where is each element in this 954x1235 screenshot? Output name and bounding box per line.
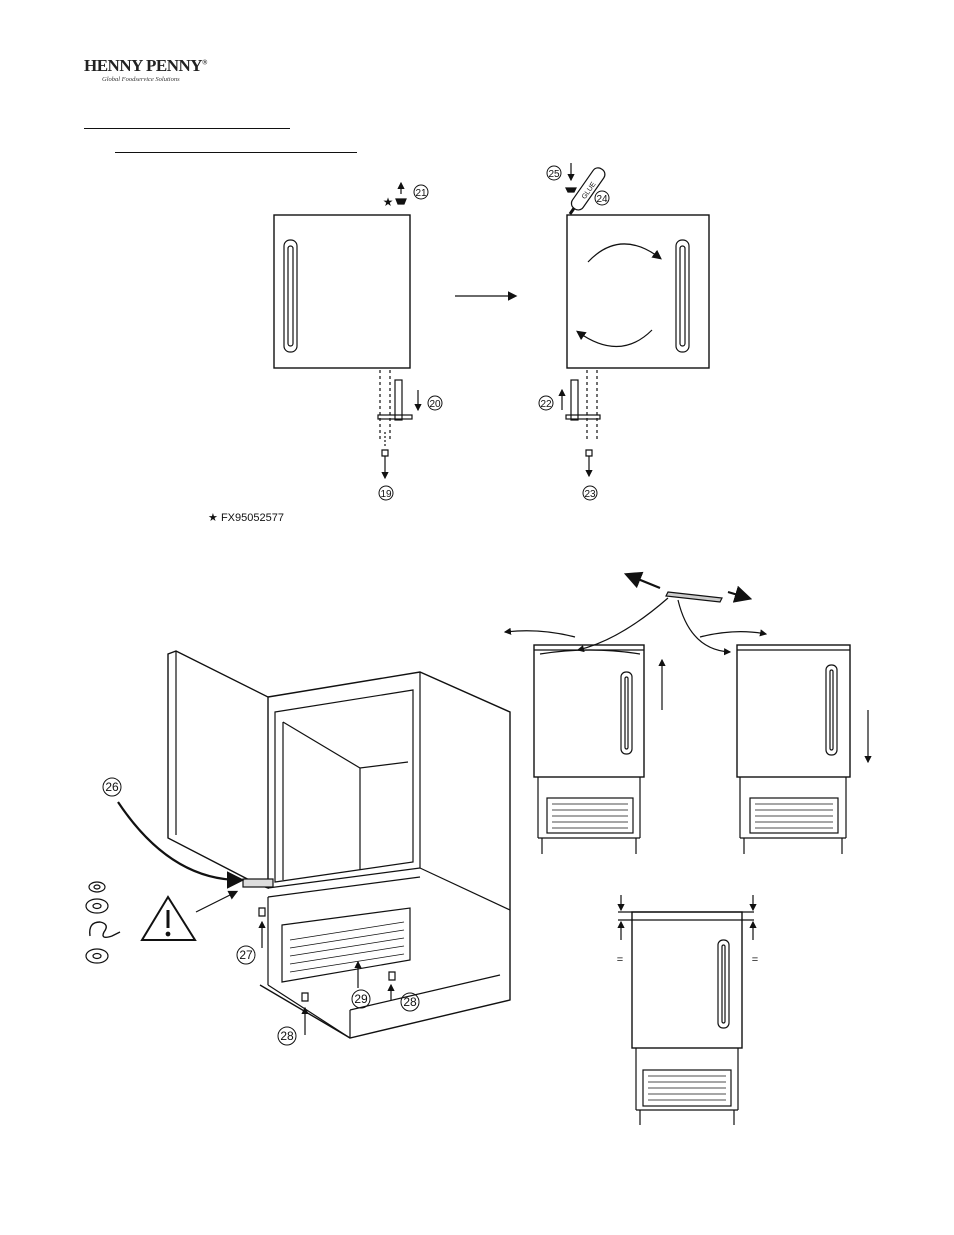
logo-wordmark: HENNY PENNY®: [84, 56, 207, 76]
part-note-number: FX95052577: [220, 512, 284, 524]
callout-29: 29: [354, 992, 368, 1006]
door-bracket: [503, 571, 768, 656]
henny-penny-logo: HENNY PENNY® Global Foodservice Solution…: [84, 56, 214, 92]
part-marker-star: ★: [383, 195, 394, 209]
callout-25: 25: [548, 169, 560, 180]
top-callouts: [378, 165, 610, 501]
callout-28b: 28: [280, 1029, 294, 1043]
heading-rule-1: [84, 128, 290, 129]
callout-26: 26: [105, 780, 119, 794]
callout-20: 20: [429, 399, 441, 410]
door-swing-arrow: [117, 801, 245, 889]
warning-triangle-icon: [140, 890, 239, 941]
bottom-callouts: [102, 777, 420, 1046]
logo-registered: ®: [202, 58, 207, 67]
unit-front-right: [736, 644, 872, 854]
callout-28a: 28: [403, 995, 417, 1009]
part-note-star: ★: [208, 512, 218, 524]
part-number-note: ★ FX95052577: [208, 511, 284, 524]
equal-mark-left: =: [617, 954, 623, 966]
heading-rule-2: [115, 152, 357, 153]
callout-21: 21: [415, 188, 427, 199]
door-after: [558, 163, 710, 478]
callout-22: 22: [540, 399, 552, 410]
callout-27: 27: [239, 948, 253, 962]
logo-name: HENNY PENNY: [84, 56, 203, 75]
logo-tagline: Global Foodservice Solutions: [102, 76, 180, 83]
callout-24: 24: [596, 194, 608, 205]
equal-mark-right: =: [752, 954, 758, 966]
callout-23: 23: [584, 489, 596, 500]
cabinet-open-isometric: [167, 650, 511, 1039]
unit-front-left: [533, 644, 666, 854]
callout-19: 19: [380, 489, 392, 500]
door-before: [273, 181, 422, 480]
hardware-parts: [85, 881, 121, 964]
unit-front-aligned: [617, 895, 757, 1125]
